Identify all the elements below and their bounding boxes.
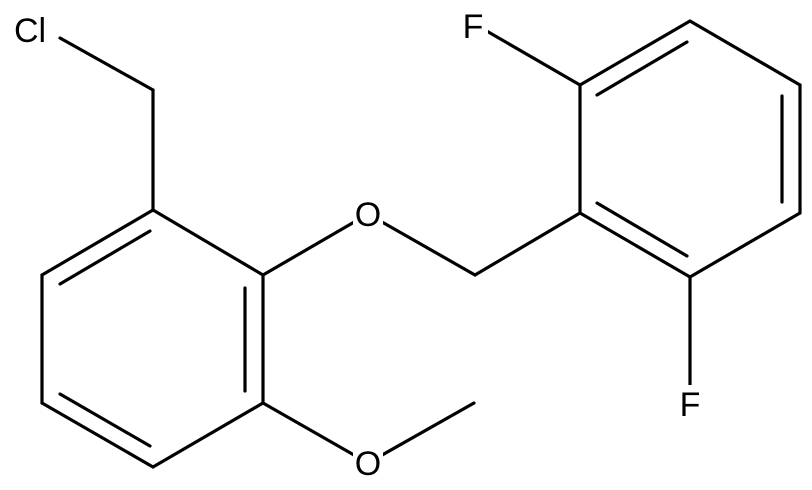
- bond-o-ether-ch2: [366, 212, 477, 277]
- double-bond-inner: [58, 392, 152, 448]
- bond: [40, 401, 155, 469]
- bond-ring-f-top: [476, 24, 582, 87]
- bond-ring-o-methoxy: [261, 401, 370, 465]
- atom-f-top: F: [458, 7, 488, 46]
- atom-label-cl: Cl: [14, 12, 46, 50]
- bond: [151, 208, 265, 277]
- substituent-bonds: [58, 24, 692, 465]
- bond: [578, 211, 692, 279]
- bond-ch2-cl: [58, 36, 155, 92]
- left-benzene-ring: [40, 208, 265, 469]
- bond: [688, 19, 802, 87]
- bond: [40, 208, 155, 277]
- atom-label-f-top: F: [463, 8, 484, 46]
- atom-o-ether: O: [353, 194, 383, 234]
- atom-cl: Cl: [2, 8, 58, 50]
- bond: [151, 401, 265, 469]
- bond: [578, 19, 692, 87]
- double-bond-inner: [595, 201, 689, 258]
- bond-o-methoxy-ch3: [366, 401, 476, 465]
- atom-label-o-methoxy: O: [355, 445, 381, 483]
- atom-o-methoxy: O: [353, 443, 383, 483]
- atom-f-bottom: F: [675, 385, 705, 424]
- double-bond-inner: [58, 229, 152, 286]
- bond: [688, 211, 802, 279]
- bond-ch2-ring: [473, 211, 582, 277]
- right-benzene-ring: [578, 19, 802, 279]
- double-bond-inner: [595, 40, 689, 97]
- atom-label-f-bottom: F: [680, 386, 701, 424]
- atom-label-o-ether: O: [355, 196, 381, 234]
- bond-ring-o-ether: [261, 212, 370, 277]
